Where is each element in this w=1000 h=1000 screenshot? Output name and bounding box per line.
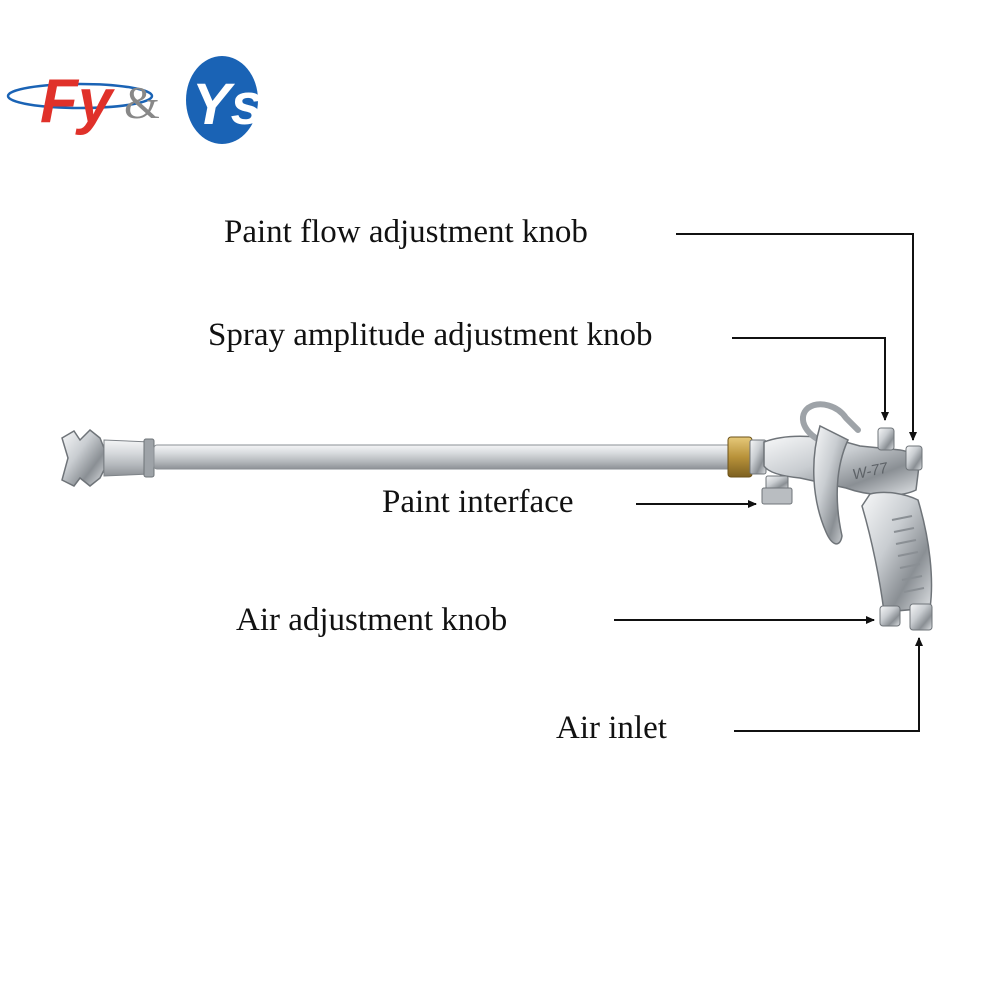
logo-ampersand: & <box>124 77 160 128</box>
leader-air-inlet <box>734 637 923 732</box>
logo-badge <box>186 56 258 144</box>
handle-grip-ridges <box>891 515 925 593</box>
spray-gun-illustration: W-77 <box>61 401 933 631</box>
paint-inlet-nut <box>761 487 793 505</box>
nozzle-collar <box>143 438 155 478</box>
paint-flow-knob <box>905 445 923 471</box>
spray-amplitude-knob <box>877 427 895 451</box>
nozzle-cap <box>61 428 105 487</box>
label-paint-interface: Paint interface <box>382 484 574 520</box>
trigger <box>813 424 849 545</box>
label-air-inlet: Air inlet <box>556 710 667 746</box>
air-adjustment-knob-part <box>879 605 901 627</box>
label-spray-amplitude-adjustment-knob: Spray amplitude adjustment knob <box>208 317 653 353</box>
brass-coupling <box>727 436 753 478</box>
logo-right-mark: Ys <box>192 72 263 137</box>
handle <box>861 491 933 613</box>
hanger-hook <box>800 401 861 447</box>
air-inlet-fitting <box>909 603 933 631</box>
leader-paint-flow-adjustment-knob <box>676 233 917 441</box>
label-air-adjustment-knob: Air adjustment knob <box>236 602 507 638</box>
callout-leaders <box>614 233 923 732</box>
nozzle-body <box>103 439 151 477</box>
label-paint-flow-adjustment-knob: Paint flow adjustment knob <box>224 214 588 250</box>
logo-left-mark: Fy <box>40 67 116 136</box>
brand-logo: Fy & Ys <box>6 56 263 144</box>
logo-orbit-ring <box>6 82 154 110</box>
leader-spray-amplitude-adjustment-knob <box>732 337 889 421</box>
extension-tube <box>153 444 733 470</box>
